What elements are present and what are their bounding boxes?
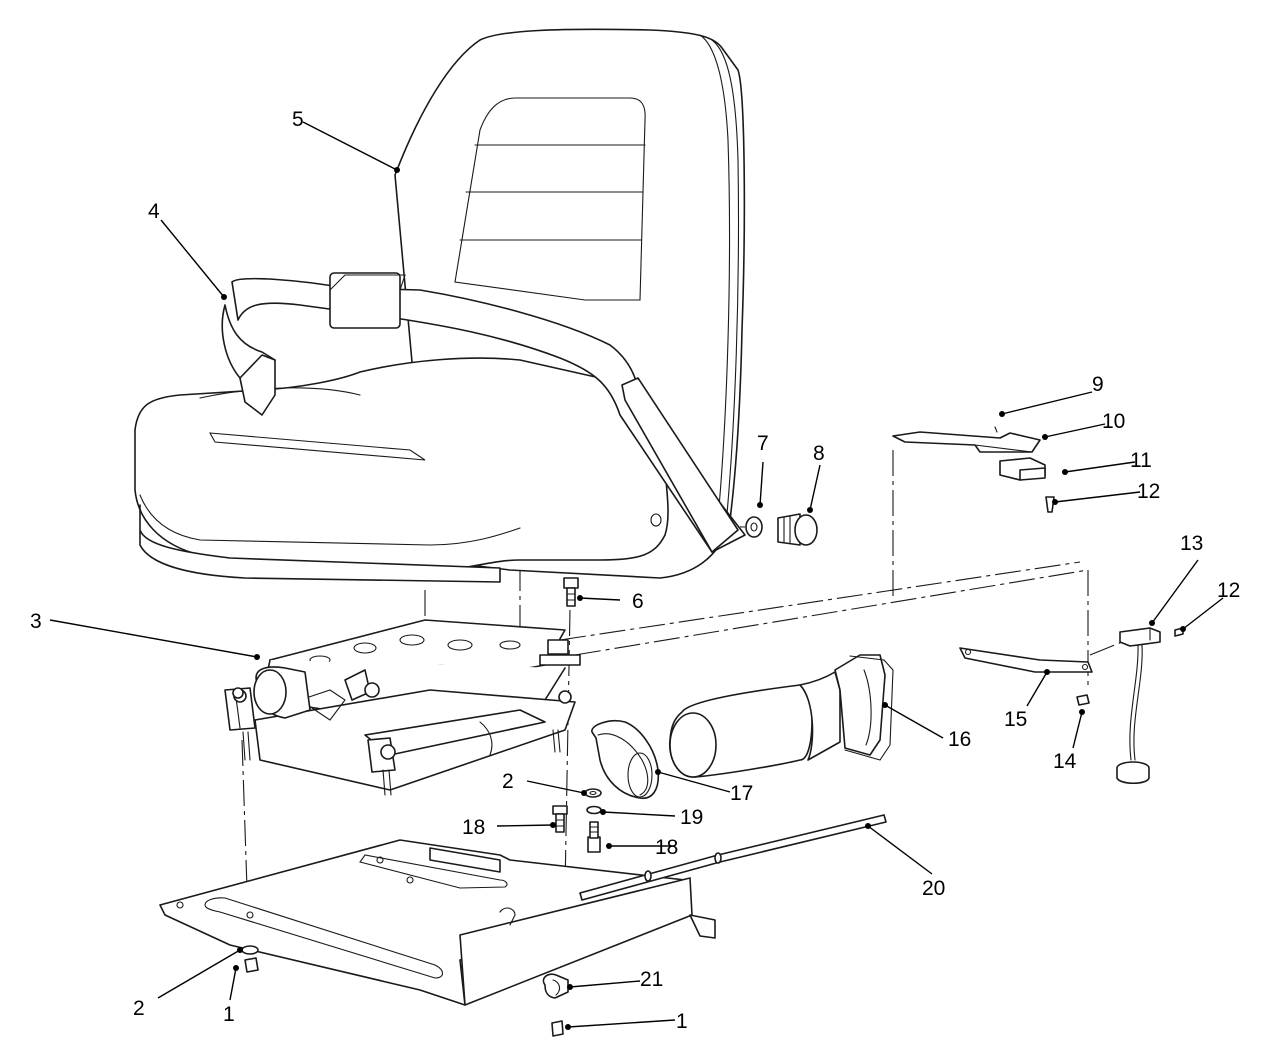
boot-cover-part-16 bbox=[669, 654, 894, 778]
callout-19: 19 bbox=[680, 806, 703, 829]
leader-lines bbox=[49, 121, 1224, 1028]
nut-part-14 bbox=[1076, 694, 1090, 706]
callout-4: 4 bbox=[148, 200, 160, 223]
nut-part-1-right bbox=[551, 1020, 564, 1037]
washer-part-7 bbox=[745, 516, 763, 538]
washer-part-2-lower bbox=[241, 945, 259, 955]
clamp-strap-part-17 bbox=[591, 720, 660, 799]
callout-18-right: 18 bbox=[655, 836, 678, 859]
leader-dots bbox=[221, 167, 1186, 1030]
switch-part-11 bbox=[999, 457, 1046, 481]
washer-part-19 bbox=[586, 805, 602, 815]
callout-16: 16 bbox=[948, 728, 971, 751]
seat-base-plate bbox=[159, 839, 716, 1006]
adjust-rod-part-20 bbox=[579, 814, 887, 901]
callout-8: 8 bbox=[813, 442, 825, 465]
bolt-part-6 bbox=[563, 577, 579, 607]
callout-2-lower: 2 bbox=[133, 997, 145, 1020]
washer-part-2-upper bbox=[584, 788, 602, 798]
bolt-part-18-left bbox=[552, 805, 568, 833]
callout-5: 5 bbox=[292, 108, 304, 131]
callout-12-upper: 12 bbox=[1137, 480, 1160, 503]
callout-6: 6 bbox=[632, 590, 644, 613]
callout-13: 13 bbox=[1180, 532, 1203, 555]
callout-11: 11 bbox=[1130, 449, 1152, 472]
seat-belt bbox=[221, 272, 746, 553]
seat-slide-assembly bbox=[224, 619, 581, 796]
clip-part-21 bbox=[542, 973, 569, 999]
callout-3: 3 bbox=[30, 610, 42, 633]
callout-1-right: 1 bbox=[676, 1010, 688, 1033]
callout-1-left: 1 bbox=[223, 1003, 235, 1026]
callout-15: 15 bbox=[1004, 708, 1027, 731]
knob-part-8 bbox=[777, 513, 818, 546]
nut-part-1-left bbox=[244, 957, 259, 973]
callout-18-left: 18 bbox=[462, 816, 485, 839]
callout-12-right: 12 bbox=[1217, 579, 1240, 602]
callout-21: 21 bbox=[640, 968, 663, 991]
bolt-part-18-right bbox=[587, 821, 601, 853]
callout-17: 17 bbox=[730, 782, 753, 805]
callout-7: 7 bbox=[757, 432, 769, 455]
seat-switch-part-13 bbox=[1116, 627, 1184, 785]
callout-9: 9 bbox=[1092, 373, 1104, 396]
callout-14: 14 bbox=[1053, 750, 1077, 773]
callout-2-upper: 2 bbox=[502, 770, 514, 793]
mounting-strap-part-15 bbox=[959, 647, 1093, 673]
screw-part-12-left bbox=[1045, 496, 1055, 513]
callout-20: 20 bbox=[922, 877, 945, 900]
mounting-bracket-part-10 bbox=[892, 426, 1041, 453]
callout-10: 10 bbox=[1102, 410, 1125, 433]
callout-labels: 5 4 3 6 7 8 9 10 11 12 13 12 14 15 16 17… bbox=[30, 108, 1240, 1033]
